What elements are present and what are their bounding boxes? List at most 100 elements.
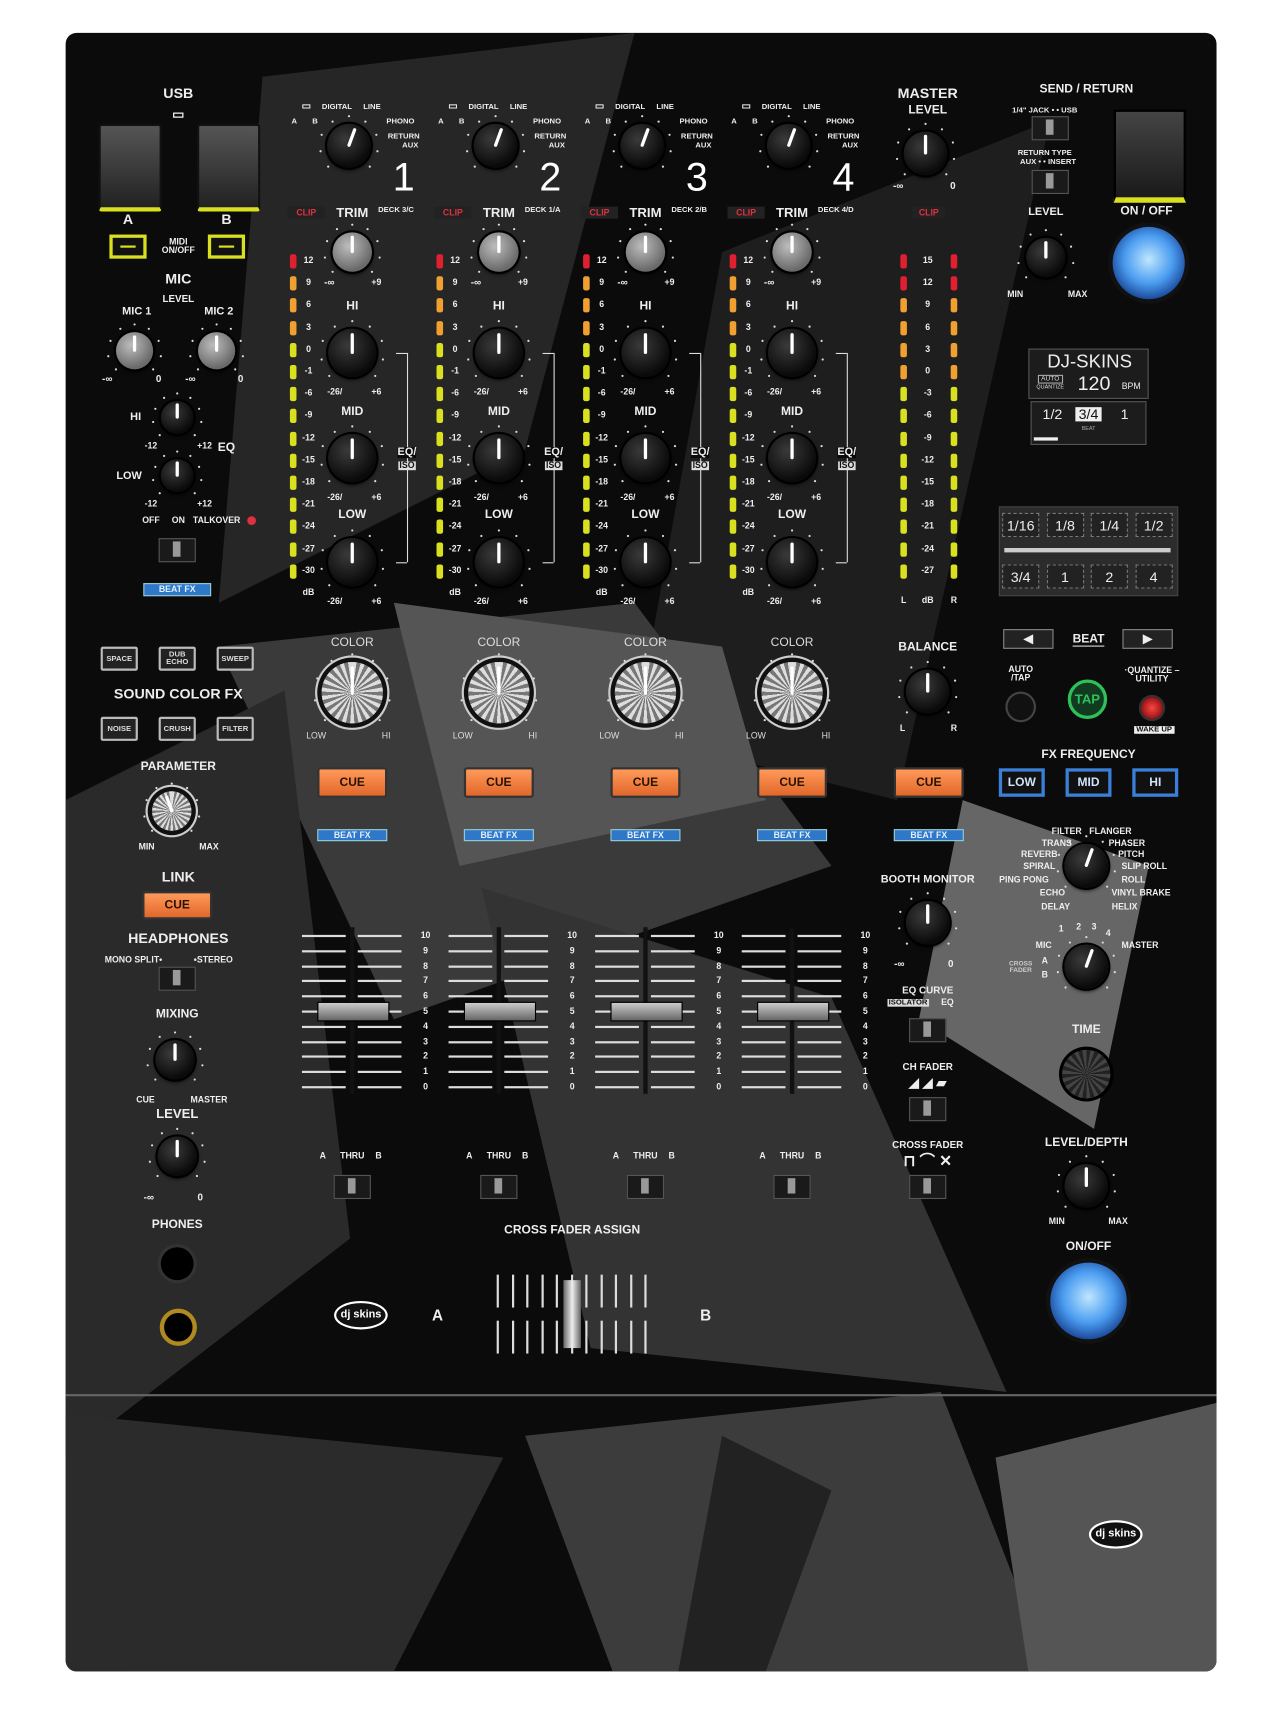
beat-fx-channel-select-knob[interactable] [1064,944,1109,989]
mic2-level-knob[interactable] [198,332,236,370]
sound-color-fx-button-crush[interactable]: CRUSH [158,716,196,741]
ch3-channel-fader[interactable] [610,1001,683,1022]
auto-tap-button[interactable] [1007,693,1034,721]
sound-color-fx-button-noise[interactable]: NOISE [100,716,138,741]
ch2-trim-knob[interactable] [479,232,519,272]
beat-left-button[interactable]: ◀ [1003,629,1054,649]
phones-mini-jack[interactable] [160,1247,194,1281]
cross-fader-curve-switch[interactable] [909,1174,947,1200]
send-return-on-off-button[interactable] [1112,226,1185,300]
fx-frequency-hi-button[interactable]: HI [1132,768,1179,797]
headphones-mixing-knob[interactable] [155,1040,195,1080]
ch1-eq-mid-knob[interactable] [328,434,377,483]
sound-color-fx-button-space[interactable]: SPACE [100,646,138,671]
ch4-cue-button[interactable]: CUE [757,767,828,798]
send-return-button[interactable] [1113,109,1186,203]
mic-hi-knob[interactable] [160,401,194,435]
send-return-source-switch[interactable] [1031,116,1069,141]
knob-tick [466,463,469,466]
ch2-color-knob[interactable] [468,661,530,724]
beat-grid-button[interactable]: 1/16 [1002,512,1040,538]
ch1-meter-scale-label: -27 [302,543,315,554]
ch1-input-selector-knob[interactable] [327,123,371,168]
talkover-switch[interactable] [158,538,196,563]
beat-grid-button[interactable]: 1 [1046,564,1084,589]
ch3-meter-scale-label: 3 [599,321,605,332]
ch4-input-selector-knob[interactable] [766,123,811,168]
ch4-eq-mid-knob[interactable] [767,434,817,483]
knob-tick [625,270,628,273]
ch2-eq-hi-knob[interactable] [474,328,523,378]
ch3-input-selector-knob[interactable] [620,123,665,168]
mono-split-stereo-switch[interactable] [158,966,196,991]
ch2-eq-mid-knob[interactable] [474,434,523,483]
level-depth-knob[interactable] [1064,1163,1109,1208]
ch3-cue-button[interactable]: CUE [610,767,681,798]
ch3-eq-hi-knob[interactable] [621,328,670,378]
master-level-knob[interactable] [903,131,948,176]
ch2-channel-fader[interactable] [463,1001,537,1022]
crossfader-knob[interactable] [563,1280,581,1349]
ch1-eq-hi-knob[interactable] [328,328,377,378]
usb-b-button[interactable] [196,123,261,212]
beat-fx-select-knob[interactable] [1064,843,1109,888]
ch2-crossfader-assign-switch[interactable] [480,1174,518,1200]
ch4-channel-fader[interactable] [757,1001,830,1022]
master-cue-button[interactable]: CUE [893,767,964,798]
ch-fader-curve-switch[interactable] [909,1097,947,1122]
mic1-level-knob[interactable] [115,332,154,370]
ch1-color-knob[interactable] [321,661,383,724]
ch2-cue-button[interactable]: CUE [463,767,534,798]
sound-color-fx-button-sweep[interactable]: SWEEP [216,646,254,671]
sound-color-fx-button-dub-echo[interactable]: DUB ECHO [158,646,196,671]
ch4-crossfader-assign-switch[interactable] [773,1174,811,1200]
midi-a-button[interactable] [109,234,147,259]
ch4-color-knob[interactable] [761,661,823,724]
mic-low-knob[interactable] [160,459,194,493]
parameter-knob[interactable] [152,791,192,831]
tap-button[interactable]: TAP [1067,679,1108,719]
send-return-level-knob[interactable] [1026,237,1066,278]
mic2-min-label: -∞ [185,373,196,385]
beat-grid-button[interactable]: 4 [1135,564,1173,589]
ch4-trim-knob[interactable] [772,232,812,272]
ch1-trim-knob[interactable] [332,232,372,272]
beat-grid-button[interactable]: 1/2 [1135,512,1173,538]
booth-monitor-knob[interactable] [905,900,950,945]
fx-frequency-mid-button[interactable]: MID [1065,768,1112,797]
ch3-trim-knob[interactable] [625,232,666,272]
wake-up-label: WAKE UP [1134,726,1175,734]
knob-tick [790,653,794,656]
ch1-cue-button[interactable]: CUE [317,767,388,798]
ch3-meter-led [583,387,590,402]
time-jog[interactable] [1062,1049,1111,1099]
beat-grid-button[interactable]: 1/8 [1046,512,1084,538]
beat-grid-button[interactable]: 2 [1090,564,1128,589]
fx-frequency-low-button[interactable]: LOW [998,768,1045,797]
ch1-crossfader-assign-switch[interactable] [333,1174,371,1200]
ch1-channel-fader[interactable] [317,1001,390,1022]
headphones-level-knob[interactable] [157,1136,197,1177]
ch3-color-knob[interactable] [614,661,677,724]
ch3-crossfader-assign-switch[interactable] [626,1174,665,1200]
link-cue-button[interactable]: CUE [142,891,213,920]
beat-right-button[interactable]: ▶ [1122,629,1173,649]
beat-fx-on-off-button[interactable] [1050,1262,1127,1340]
balance-knob[interactable] [905,669,950,714]
mic-beat-fx-badge[interactable]: BEAT FX [143,583,212,597]
eq-curve-switch[interactable] [909,1018,947,1043]
beat-grid-button[interactable]: 3/4 [1002,564,1040,589]
ch3-eq-low-knob[interactable] [621,538,670,587]
phones-large-jack[interactable] [159,1308,197,1346]
ch4-eq-low-knob[interactable] [767,538,817,587]
usb-a-button[interactable] [98,123,162,212]
ch3-eq-mid-knob[interactable] [621,434,670,483]
ch2-eq-low-knob[interactable] [474,538,523,587]
ch4-eq-hi-knob[interactable] [767,328,817,378]
quantize-button[interactable] [1141,697,1163,719]
sound-color-fx-button-filter[interactable]: FILTER [216,716,254,741]
beat-grid-button[interactable]: 1/4 [1090,512,1128,538]
return-type-switch[interactable] [1031,169,1069,194]
ch1-eq-low-knob[interactable] [328,538,377,587]
ch2-input-selector-knob[interactable] [473,123,518,168]
